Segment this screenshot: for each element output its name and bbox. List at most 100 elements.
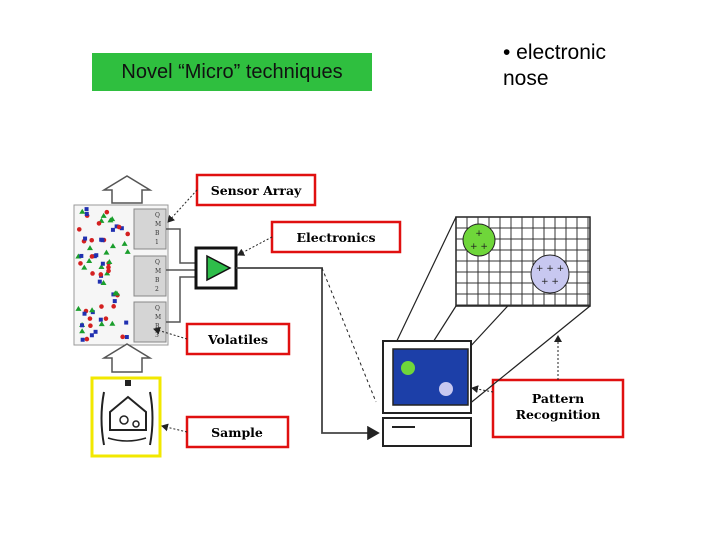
volatile-molecule — [89, 237, 95, 243]
volatile-molecule — [92, 254, 97, 259]
volatile-molecule — [100, 212, 107, 218]
volatile-molecule — [80, 323, 85, 328]
volatile-molecule — [84, 336, 90, 342]
volatile-molecule — [76, 227, 82, 232]
volatile-molecule — [84, 207, 89, 212]
volatile-molecule — [98, 321, 105, 327]
qmb2-n: 2 — [155, 286, 159, 293]
volatile-molecule — [88, 323, 93, 329]
sensor-qmb-3: Q M B 3 — [133, 301, 167, 343]
volatile-molecule — [106, 264, 111, 270]
volatile-molecule — [84, 211, 89, 216]
label-sensor-array: Sensor Array — [195, 173, 317, 207]
volatile-molecule — [104, 209, 110, 215]
volatile-molecule — [86, 245, 93, 251]
volatile-molecule — [89, 333, 94, 338]
volatile-molecule — [89, 307, 96, 313]
volatile-molecule — [98, 317, 103, 322]
volatile-molecule — [79, 328, 86, 334]
volatile-molecule — [89, 254, 95, 259]
volatile-molecule — [100, 261, 105, 266]
svg-text:Sample: Sample — [211, 425, 263, 440]
sensor-qmb-1: Q M B 1 — [133, 208, 167, 250]
volatile-molecule — [125, 231, 130, 237]
volatile-molecule — [109, 243, 116, 249]
svg-text:Sensor Array: Sensor Array — [211, 183, 302, 198]
svg-text:Volatiles: Volatiles — [207, 332, 268, 347]
pointer-lines — [153, 189, 562, 433]
amplifier-icon — [194, 246, 238, 290]
volatile-molecule — [104, 270, 111, 276]
label-pattern-recognition: Pattern Recognition — [491, 378, 625, 439]
volatile-molecule — [80, 337, 85, 342]
svg-text:+ +: + + — [541, 277, 559, 287]
volatile-molecule — [112, 290, 119, 296]
volatile-molecule — [81, 264, 88, 270]
sample-box — [90, 343, 162, 458]
qmb1-n: 1 — [155, 239, 159, 246]
volatile-molecule — [99, 304, 104, 309]
volatile-molecule — [100, 280, 107, 286]
green-cluster-marks: + — [475, 229, 483, 239]
purple-cluster — [530, 254, 570, 294]
label-volatiles: Volatiles — [185, 322, 291, 356]
arrow-up-icon — [101, 175, 153, 204]
volatile-molecule — [79, 208, 86, 214]
volatile-molecule — [110, 227, 115, 232]
volatile-molecule — [79, 253, 84, 258]
svg-text:Recognition: Recognition — [516, 407, 601, 422]
volatile-molecule — [103, 316, 109, 321]
computer-icon — [382, 340, 472, 447]
volatile-molecule — [124, 335, 129, 340]
volatile-molecule — [124, 320, 129, 325]
scatter-grid-icon: + + + + + + + + — [455, 216, 591, 307]
qmb3-n: 3 — [155, 332, 159, 339]
volatile-molecule — [106, 268, 111, 274]
purple-cluster-marks: + + + — [536, 264, 564, 274]
volatile-molecule — [109, 320, 116, 326]
volatile-molecule — [112, 299, 117, 304]
volatile-molecule — [111, 304, 116, 309]
volatile-molecule — [116, 224, 122, 230]
qmb1-m: M — [155, 221, 161, 228]
qmb3-b: B — [155, 323, 160, 330]
bullet-text: • electronic nose — [503, 41, 607, 90]
volatile-molecule — [78, 261, 83, 266]
volatile-molecule — [96, 221, 102, 226]
signal-line — [236, 267, 380, 441]
volatile-molecule — [120, 334, 125, 340]
volatile-molecules — [75, 207, 131, 342]
volatile-molecule — [121, 240, 128, 246]
volatile-molecule — [86, 257, 93, 263]
slide-title: Novel “Micro” techniques — [92, 53, 372, 91]
volatile-molecule — [103, 249, 110, 255]
volatile-molecule — [119, 226, 124, 231]
computer-base — [382, 417, 472, 447]
computer-screen — [392, 348, 469, 406]
volatile-molecule — [98, 263, 105, 269]
svg-text:+ +: + + — [470, 242, 488, 252]
sensor-chamber: Q M B 1 Q M B 2 Q M B 3 — [73, 204, 169, 346]
volatile-molecule — [75, 305, 82, 311]
sensor-wires — [166, 228, 196, 323]
qmb2-m: M — [155, 268, 161, 275]
volatile-molecule — [107, 217, 114, 223]
volatile-molecule — [83, 236, 88, 241]
volatile-molecule — [93, 329, 98, 334]
label-electronics: Electronics — [270, 220, 402, 254]
svg-text:Pattern: Pattern — [532, 391, 584, 406]
label-sample: Sample — [185, 415, 290, 449]
bullet-point: • electronic nose — [503, 40, 703, 92]
sensor-qmb-2: Q M B 2 — [133, 255, 167, 297]
qmb1-q: Q — [155, 212, 160, 219]
green-cluster — [462, 223, 496, 257]
qmb2-q: Q — [155, 259, 160, 266]
qmb3-q: Q — [155, 305, 160, 312]
qmb2-b: B — [155, 277, 160, 284]
volatile-molecule — [114, 224, 119, 229]
volatile-molecule — [90, 271, 95, 276]
volatiles-arrow-icon — [101, 343, 153, 373]
volatile-molecule — [87, 316, 93, 321]
volatile-molecule — [100, 238, 105, 243]
